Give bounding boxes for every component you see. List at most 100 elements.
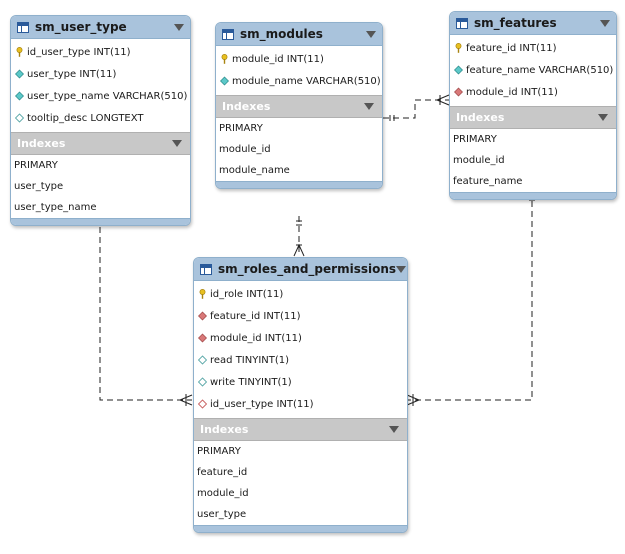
table-header[interactable]: sm_user_type (11, 16, 190, 39)
column-label: feature_name VARCHAR(510) (466, 64, 614, 76)
column-row[interactable]: read TINYINT(1) (194, 349, 407, 371)
indexes-header[interactable]: Indexes (216, 95, 382, 118)
collapse-triangle-icon[interactable] (389, 426, 399, 433)
column-label: write TINYINT(1) (210, 376, 292, 388)
column-row[interactable]: user_type INT(11) (11, 63, 190, 85)
index-row[interactable]: PRIMARY (14, 160, 58, 171)
column-label: id_user_type INT(11) (210, 398, 314, 410)
column-row[interactable]: feature_name VARCHAR(510) (450, 59, 616, 81)
indexes-header[interactable]: Indexes (11, 132, 190, 155)
index-list: PRIMARY user_type user_type_name (11, 155, 190, 218)
index-row[interactable]: PRIMARY (219, 123, 263, 134)
diamond-empty-icon (198, 355, 210, 365)
column-label: user_type_name VARCHAR(510) (27, 90, 188, 102)
collapse-triangle-icon[interactable] (366, 30, 376, 38)
table-icon (456, 17, 468, 29)
collapse-triangle-icon[interactable] (598, 114, 608, 121)
column-row[interactable]: user_type_name VARCHAR(510) (11, 85, 190, 107)
collapse-triangle-icon[interactable] (364, 103, 374, 110)
diamond-empty-icon (15, 113, 27, 123)
indexes-title: Indexes (17, 137, 66, 150)
index-row[interactable]: user_type_name (14, 202, 97, 213)
column-label: feature_id INT(11) (466, 42, 557, 54)
column-row[interactable]: write TINYINT(1) (194, 371, 407, 393)
index-row[interactable]: module_name (219, 165, 290, 176)
index-list: PRIMARY module_id module_name (216, 118, 382, 181)
key-icon (198, 289, 210, 299)
table-title: sm_roles_and_permissions (218, 262, 397, 276)
connector-user-type-roles (99, 217, 192, 401)
indexes-header[interactable]: Indexes (450, 106, 616, 129)
table-title: sm_user_type (35, 20, 127, 34)
column-row[interactable]: id_role INT(11) (194, 283, 407, 305)
column-label: id_role INT(11) (210, 288, 284, 300)
table-title: sm_modules (240, 27, 323, 41)
table-header[interactable]: sm_roles_and_permissions (194, 258, 407, 281)
table-sm-modules[interactable]: sm_modules module_id INT(11) module_name … (215, 22, 383, 189)
collapse-triangle-icon[interactable] (172, 140, 182, 147)
index-row[interactable]: module_id (453, 155, 505, 166)
column-list: id_user_type INT(11) user_type INT(11) use… (11, 39, 190, 132)
diamond-filled-icon (454, 65, 466, 75)
column-list: feature_id INT(11) feature_name VARCHAR(5… (450, 35, 616, 106)
connector-features-roles (407, 191, 533, 401)
index-row[interactable]: module_id (219, 144, 271, 155)
column-list: module_id INT(11) module_name VARCHAR(510… (216, 46, 382, 95)
column-row[interactable]: module_id INT(11) (216, 48, 382, 70)
table-header[interactable]: sm_features (450, 12, 616, 35)
column-label: id_user_type INT(11) (27, 46, 131, 58)
table-icon (222, 28, 234, 40)
column-row[interactable]: module_id INT(11) (450, 81, 616, 103)
column-row[interactable]: id_user_type INT(11) (194, 393, 407, 415)
table-icon (200, 263, 212, 275)
index-row[interactable]: module_id (197, 488, 249, 499)
key-icon (15, 47, 27, 57)
table-sm-features[interactable]: sm_features feature_id INT(11) feature_na… (449, 11, 617, 200)
index-row[interactable]: PRIMARY (197, 446, 241, 457)
indexes-title: Indexes (456, 111, 505, 124)
column-label: tooltip_desc LONGTEXT (27, 112, 144, 124)
key-icon (220, 54, 232, 64)
column-row[interactable]: id_user_type INT(11) (11, 41, 190, 63)
table-sm-roles-and-permissions[interactable]: sm_roles_and_permissions id_role INT(11)… (193, 257, 408, 533)
diamond-filled-icon (15, 91, 27, 101)
index-list: PRIMARY feature_id module_id user_type (194, 441, 407, 525)
table-header[interactable]: sm_modules (216, 23, 382, 46)
table-footer (194, 525, 407, 532)
connector-modules-features (383, 99, 449, 119)
table-footer (11, 218, 190, 225)
index-row[interactable]: feature_id (197, 467, 248, 478)
indexes-header[interactable]: Indexes (194, 418, 407, 441)
indexes-title: Indexes (200, 423, 249, 436)
index-row[interactable]: user_type (197, 509, 247, 520)
index-row[interactable]: user_type (14, 181, 64, 192)
table-footer (216, 181, 382, 188)
table-title: sm_features (474, 16, 557, 30)
column-row[interactable]: feature_id INT(11) (450, 37, 616, 59)
index-row[interactable]: feature_name (453, 176, 523, 187)
column-row[interactable]: module_id INT(11) (194, 327, 407, 349)
foreign-key-icon (198, 311, 210, 321)
diamond-filled-icon (220, 76, 232, 86)
column-row[interactable]: module_name VARCHAR(510) (216, 70, 382, 92)
column-label: module_id INT(11) (210, 332, 302, 344)
foreign-key-icon (454, 87, 466, 97)
column-list: id_role INT(11) feature_id INT(11) module_… (194, 281, 407, 418)
collapse-triangle-icon[interactable] (600, 19, 610, 27)
diamond-filled-icon (15, 69, 27, 79)
column-label: module_id INT(11) (466, 86, 558, 98)
column-label: module_name VARCHAR(510) (232, 75, 381, 87)
diamond-empty-icon (198, 377, 210, 387)
column-label: read TINYINT(1) (210, 354, 290, 366)
table-sm-user-type[interactable]: sm_user_type id_user_type INT(11) user_ty… (10, 15, 191, 226)
collapse-triangle-icon[interactable] (396, 265, 407, 273)
index-list: PRIMARY module_id feature_name (450, 129, 616, 192)
index-row[interactable]: PRIMARY (453, 134, 497, 145)
column-label: module_id INT(11) (232, 53, 324, 65)
column-row[interactable]: feature_id INT(11) (194, 305, 407, 327)
foreign-key-empty-icon (198, 399, 210, 409)
foreign-key-icon (198, 333, 210, 343)
column-row[interactable]: tooltip_desc LONGTEXT (11, 107, 190, 129)
collapse-triangle-icon[interactable] (174, 23, 184, 31)
